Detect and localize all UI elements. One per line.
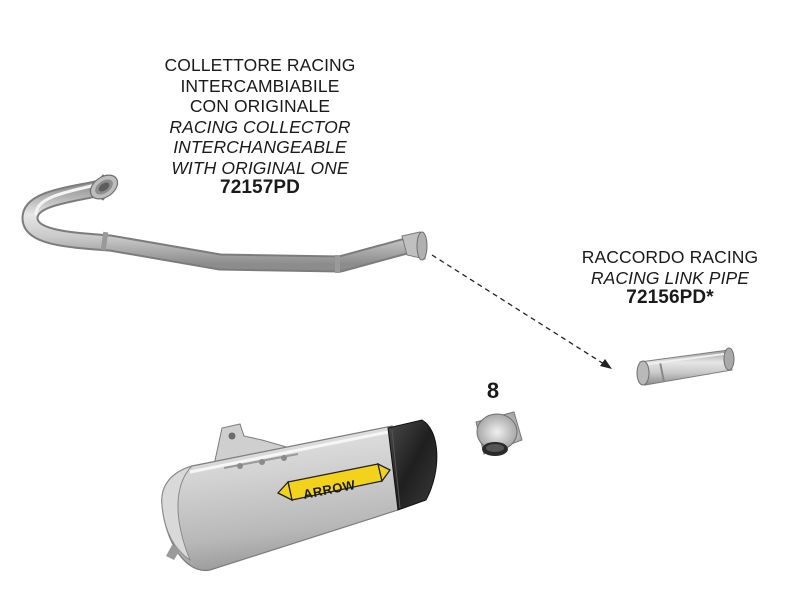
collector-title-en-1: RACING COLLECTOR xyxy=(169,116,351,137)
link-pipe-label: RACCORDO RACING RACING LINK PIPE 72156PD… xyxy=(550,247,790,309)
connection-arrow xyxy=(431,254,612,369)
link-pipe-part-code: 72156PD* xyxy=(626,287,714,308)
racing-link-pipe xyxy=(636,347,735,386)
silencer: ARROW xyxy=(161,419,438,572)
collector-title-it-3: CON ORIGINALE xyxy=(189,96,331,116)
end-cap-number: 8 xyxy=(486,378,500,403)
collector-title-en-2: INTERCHANGEABLE xyxy=(173,137,347,157)
collector-title-it-1: COLLETTORE RACING xyxy=(164,55,356,75)
collector-label: COLLETTORE RACING INTERCAMBIABILE CON OR… xyxy=(120,55,400,199)
racing-collector-pipe xyxy=(21,174,428,273)
end-cap-part xyxy=(475,411,523,456)
collector-title-en-3: WITH ORIGINAL ONE xyxy=(171,157,349,178)
link-pipe-title-en: RACING LINK PIPE xyxy=(590,267,750,288)
collector-part-code: 72157PD xyxy=(220,177,300,198)
collector-title-it-2: INTERCAMBIABILE xyxy=(180,75,340,96)
link-pipe-title-it: RACCORDO RACING xyxy=(581,247,759,267)
